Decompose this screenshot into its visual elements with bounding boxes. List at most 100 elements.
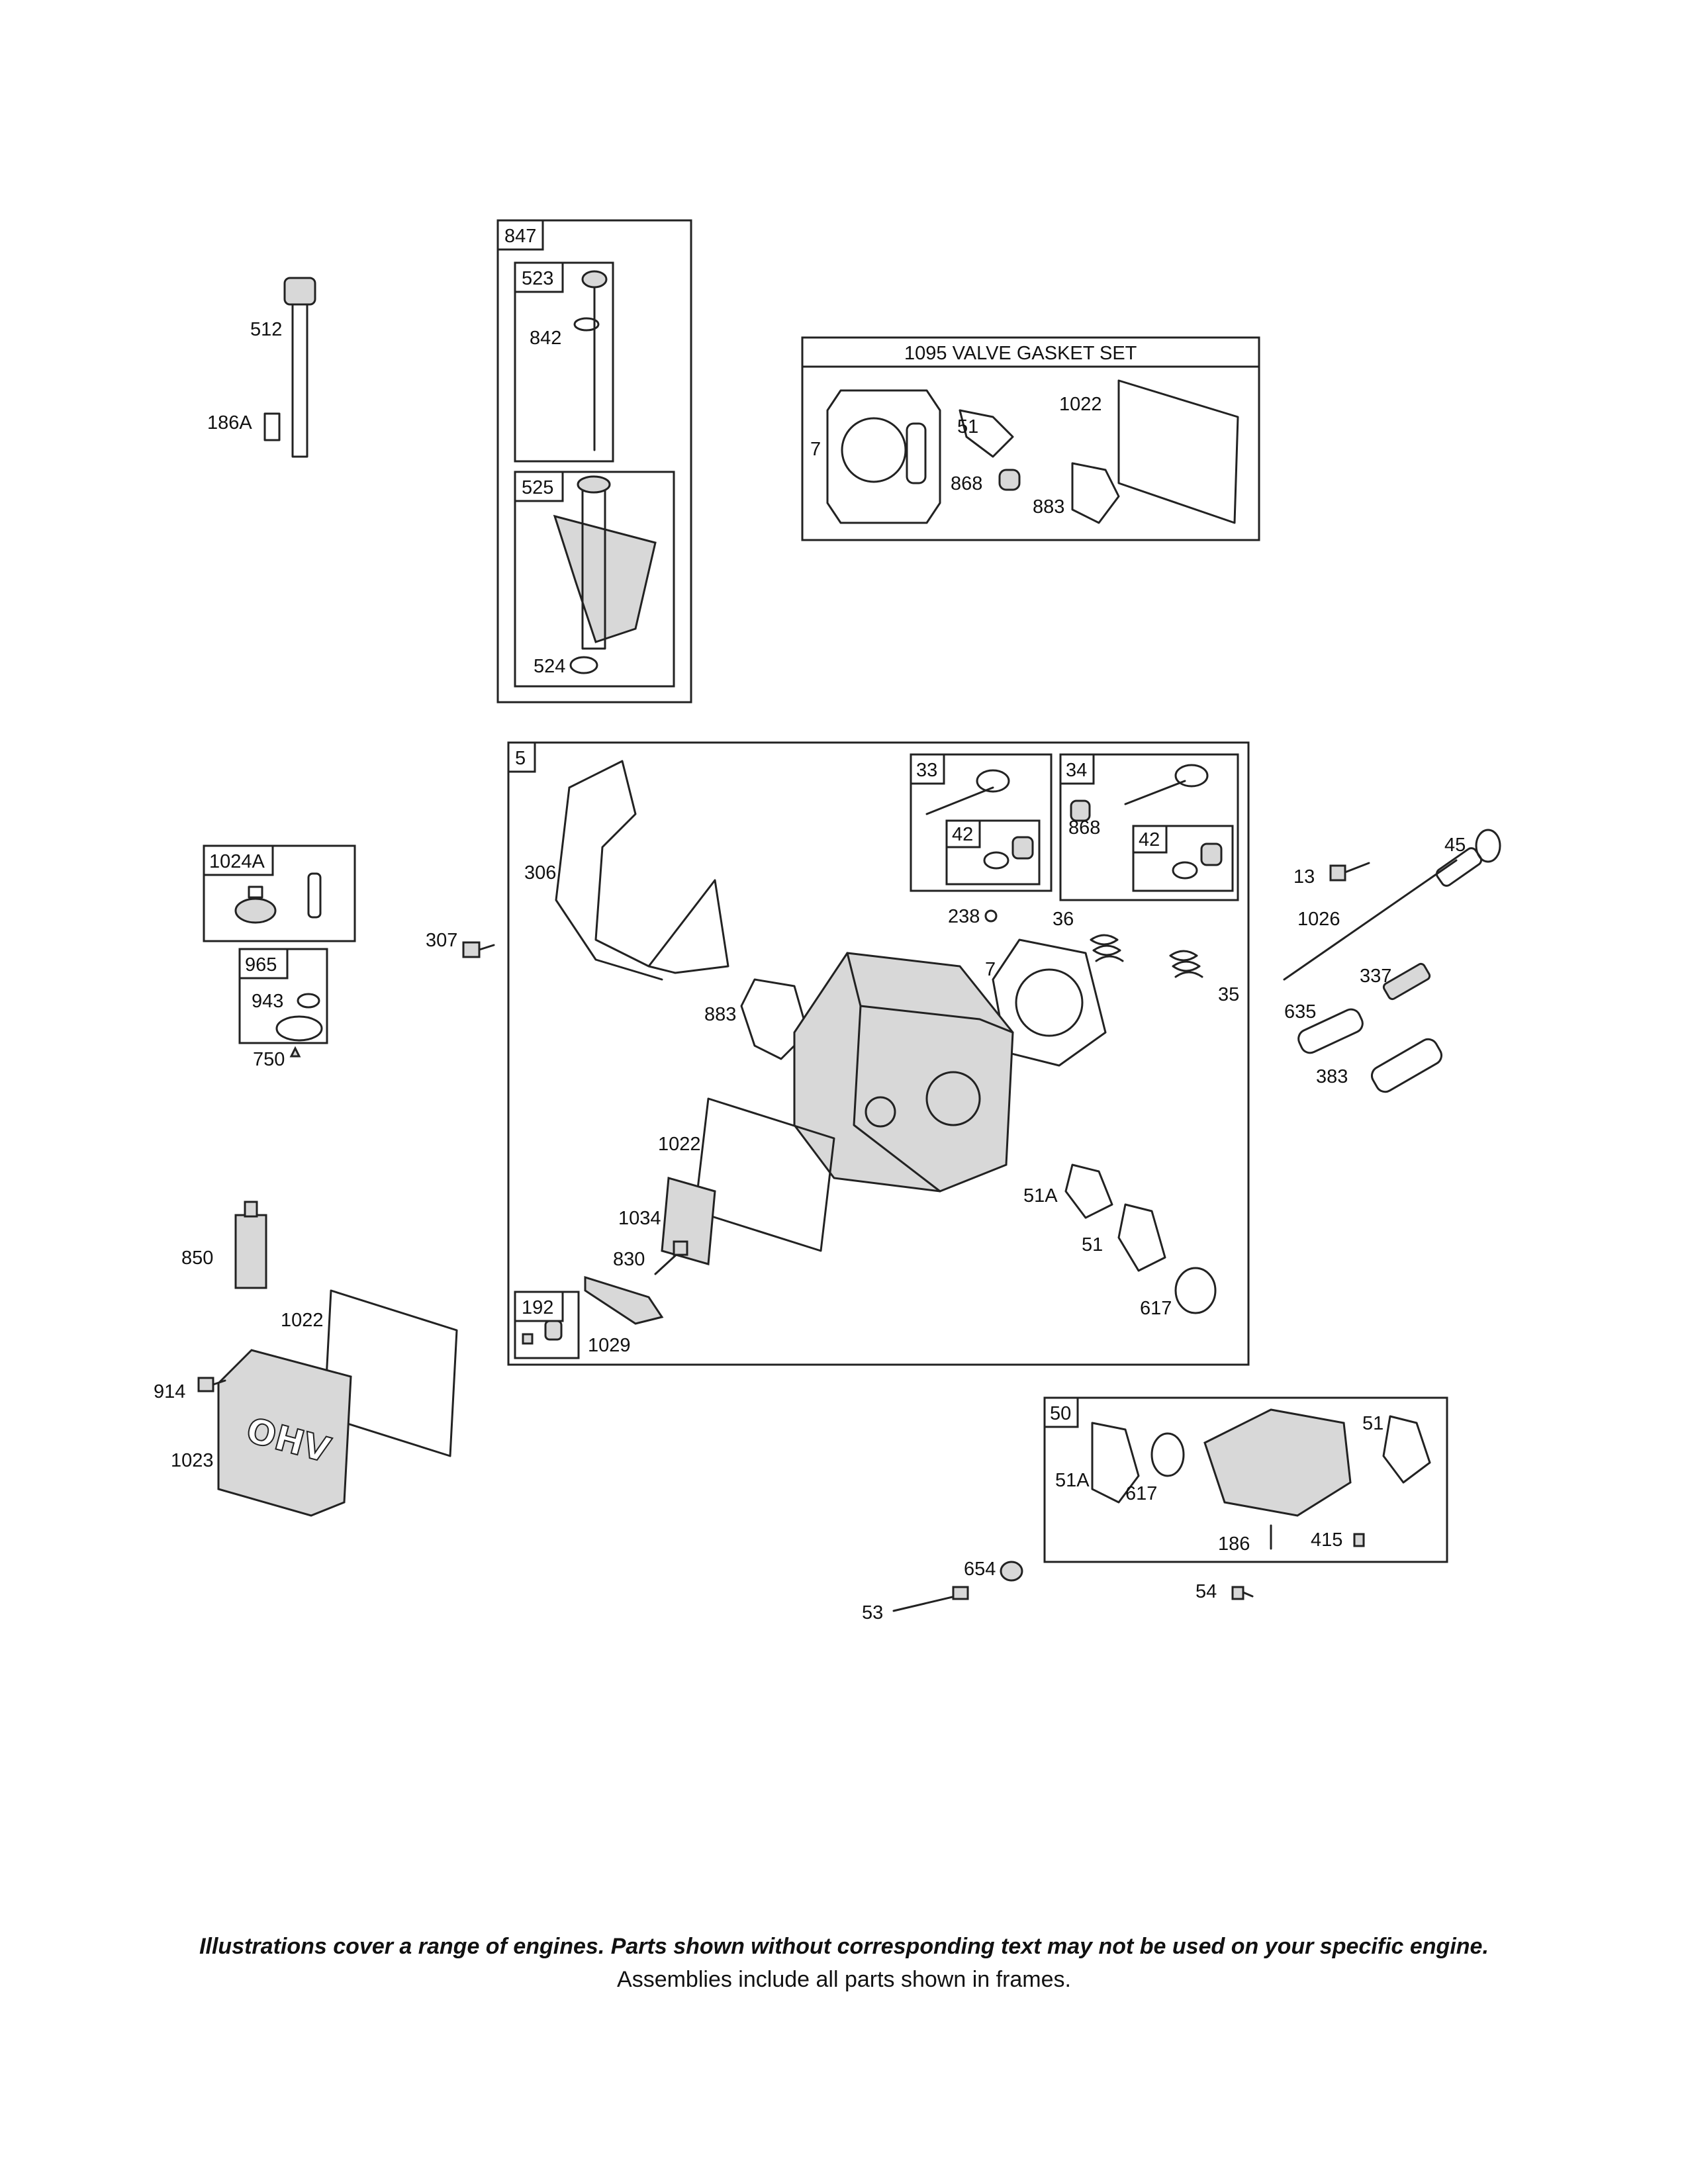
- label-617-mid: 617: [1140, 1298, 1172, 1319]
- screw-54: [1231, 1586, 1254, 1600]
- valve-spring-35: [1169, 950, 1203, 978]
- pivot-part: [544, 1320, 563, 1341]
- label-842: 842: [530, 328, 561, 349]
- breather-tube-part: [307, 872, 322, 919]
- dipstick-tube-part: [263, 277, 316, 458]
- frame-1095-valve-gasket-set: [801, 336, 1260, 541]
- oil-fill-tube-part: [553, 475, 657, 650]
- gasket-51-top: [959, 409, 1014, 458]
- keeper-part: [1011, 836, 1034, 860]
- frame-42-intake: [1132, 825, 1234, 892]
- assemblies-note: Assemblies include all parts shown in fr…: [617, 1967, 1071, 1992]
- frame-523: [514, 261, 614, 463]
- label-617-bottom: 617: [1125, 1483, 1157, 1504]
- frame-label-192: 192: [522, 1297, 553, 1318]
- label-1022-left: 1022: [281, 1310, 324, 1331]
- cylinder-head-part: [793, 952, 1014, 1193]
- label-524: 524: [534, 656, 565, 677]
- breather-cap-part: [248, 886, 263, 899]
- label-868-mid: 868: [1068, 817, 1100, 839]
- label-1034: 1034: [618, 1208, 661, 1229]
- frame-label-34: 34: [1066, 760, 1087, 781]
- gasket-51-bottom: [1382, 1415, 1431, 1484]
- seal-617-mid: [1174, 1267, 1217, 1314]
- label-635: 635: [1284, 1001, 1316, 1023]
- label-306: 306: [524, 862, 556, 884]
- label-750: 750: [253, 1049, 285, 1070]
- label-186: 186: [1218, 1533, 1250, 1555]
- label-868-top: 868: [951, 473, 982, 494]
- intake-valve-part: [1124, 764, 1209, 805]
- frame-label-42b: 42: [1139, 829, 1160, 850]
- frame-50: [1043, 1396, 1448, 1563]
- nut-750: [289, 1046, 301, 1058]
- frame-525: [514, 471, 675, 688]
- valve-spring-36: [1090, 934, 1124, 962]
- frame-label-42a: 42: [952, 824, 973, 845]
- label-654: 654: [964, 1559, 996, 1580]
- exhaust-valve-part: [925, 769, 1010, 815]
- part-238: [984, 909, 998, 923]
- frame-label-847: 847: [504, 226, 536, 247]
- frame-label-523: 523: [522, 268, 553, 289]
- frame-847: [496, 219, 692, 704]
- washer-part: [275, 1015, 323, 1042]
- nut-part: [522, 1333, 534, 1345]
- label-337: 337: [1360, 966, 1391, 987]
- gasket-883-mid: [740, 978, 809, 1060]
- dipstick-part: [573, 270, 608, 451]
- tappet-45: [1435, 829, 1501, 887]
- label-7-top: 7: [810, 439, 821, 460]
- gasket-883-top: [1071, 462, 1120, 524]
- label-51-mid: 51: [1082, 1234, 1103, 1255]
- gasket-51A-bottom: [1091, 1422, 1140, 1504]
- frame-42-exhaust: [945, 819, 1041, 886]
- cover-gasket-1022-mid: [694, 1097, 835, 1252]
- label-883-mid: 883: [704, 1004, 736, 1025]
- label-943: 943: [252, 991, 283, 1012]
- valve-cover-1023: OHV: [217, 1349, 352, 1517]
- frame-33: [910, 753, 1053, 892]
- cover-gasket-1022-top: [1117, 379, 1239, 524]
- label-1022-top: 1022: [1059, 394, 1102, 415]
- label-883-top: 883: [1033, 496, 1064, 518]
- gasket-51A-mid: [1064, 1163, 1113, 1219]
- label-307: 307: [426, 930, 457, 951]
- label-830: 830: [613, 1249, 645, 1270]
- label-45: 45: [1444, 835, 1466, 856]
- frame-5: [507, 741, 1250, 1366]
- label-850: 850: [181, 1248, 213, 1269]
- frame-label-1024A: 1024A: [209, 851, 265, 872]
- retainer-part: [1172, 861, 1198, 880]
- nut-654: [1000, 1561, 1023, 1582]
- label-1022-mid: 1022: [658, 1134, 701, 1155]
- frame-label-1095: 1095 VALVE GASKET SET: [904, 343, 1137, 364]
- push-rod-1026: [1283, 859, 1458, 981]
- label-186A: 186A: [207, 412, 252, 433]
- frame-label-33: 33: [916, 760, 937, 781]
- intake-manifold-part: [1203, 1408, 1352, 1517]
- label-1023: 1023: [171, 1450, 214, 1471]
- label-54: 54: [1196, 1581, 1217, 1602]
- bolt-307: [462, 941, 495, 958]
- head-gasket-7-mid: [992, 938, 1107, 1067]
- label-51A-bottom: 51A: [1055, 1470, 1090, 1491]
- valve-seal-868-top: [998, 469, 1021, 491]
- seal-943: [297, 993, 320, 1009]
- frame-label-5: 5: [515, 748, 526, 769]
- label-914: 914: [154, 1381, 185, 1402]
- sealant-tube-850: [234, 1201, 267, 1289]
- label-1029: 1029: [588, 1335, 631, 1356]
- stud-53: [892, 1586, 969, 1612]
- bolt-914: [197, 1377, 226, 1392]
- label-51A-mid: 51A: [1023, 1185, 1058, 1206]
- retainer-part: [983, 851, 1009, 870]
- label-415: 415: [1311, 1529, 1342, 1551]
- label-51-bottom: 51: [1362, 1413, 1383, 1434]
- keeper-part: [1200, 842, 1223, 866]
- label-7-mid: 7: [985, 959, 996, 980]
- label-512: 512: [250, 319, 282, 340]
- frame-1024A: [203, 844, 356, 942]
- label-51-top: 51: [957, 416, 978, 437]
